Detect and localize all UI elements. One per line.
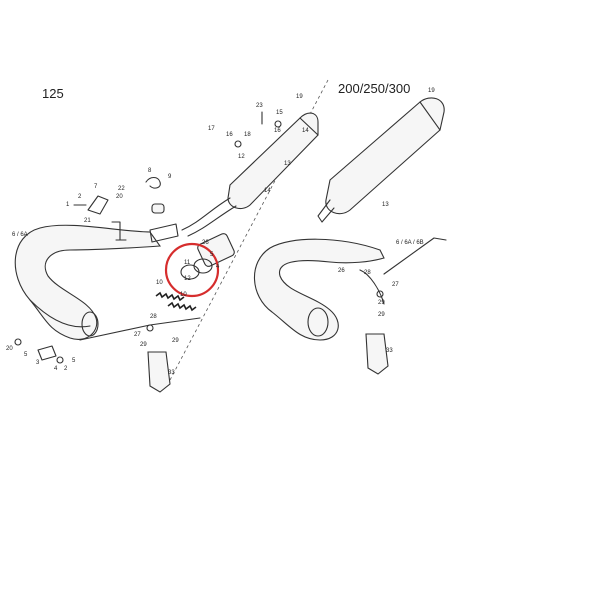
callout-26b: 26	[338, 268, 345, 274]
callout-16b: 16	[226, 132, 233, 138]
callout-12b: 12	[184, 276, 191, 282]
callout-1: 1	[66, 202, 70, 208]
silencer-outlet-200	[317, 199, 335, 223]
callout-28: 28	[150, 314, 157, 320]
spring-clip-8	[145, 176, 161, 189]
callout-29c: 29	[378, 300, 385, 306]
exhaust-flange	[197, 233, 235, 267]
callout-17: 17	[208, 126, 215, 132]
washer-15	[274, 120, 282, 128]
connector-sleeve	[149, 223, 179, 243]
callout-4: 4	[216, 264, 220, 270]
callout-15: 15	[276, 110, 283, 116]
silencer-200-250-300	[325, 97, 445, 215]
callout-6-6a: 6 / 6A	[12, 232, 28, 238]
callout-10: 10	[156, 280, 163, 286]
pipe-outlet-ring-200	[307, 307, 329, 337]
bracket-7	[87, 195, 109, 215]
expansion-pipe-125	[14, 224, 162, 340]
callout-33: 33	[168, 370, 175, 376]
callout-13: 13	[284, 161, 291, 167]
nut-16	[234, 140, 242, 148]
pipe-inner-curve	[29, 299, 91, 328]
callout-13b: 13	[382, 202, 389, 208]
grommet-28-right	[376, 290, 384, 298]
callout-26: 26	[202, 240, 209, 246]
callout-29b: 29	[172, 338, 179, 344]
callout-14: 14	[302, 128, 309, 134]
silencer-endcap-125	[299, 117, 319, 136]
callout-20b: 20	[6, 346, 13, 352]
callout-7: 7	[94, 184, 98, 190]
callout-2: 2	[78, 194, 82, 200]
callout-19: 19	[296, 94, 303, 100]
section-heading-125: 125	[42, 86, 64, 101]
pipe-bracket-125	[111, 221, 127, 241]
callout-27b: 27	[392, 282, 399, 288]
hanger-rod-200	[383, 237, 447, 275]
callout-5c: 5	[72, 358, 76, 364]
callout-11: 11	[184, 260, 191, 266]
callout-21: 21	[84, 218, 91, 224]
callout-20: 20	[116, 194, 123, 200]
callout-2b: 2	[64, 366, 68, 372]
washer-20	[14, 338, 22, 346]
spring-10b	[167, 301, 197, 312]
spring-10a	[155, 291, 185, 302]
seal-ring-12	[193, 258, 213, 274]
callout-5: 5	[210, 252, 214, 258]
grommet-28	[146, 324, 154, 332]
callout-29: 29	[140, 342, 147, 348]
pipe-outlet-ring	[81, 311, 99, 337]
highlight-circle	[164, 242, 220, 298]
callout-29d: 29	[378, 312, 385, 318]
callout-10b: 10	[180, 292, 187, 298]
callout-22: 22	[118, 186, 125, 192]
rod-support-200	[359, 269, 385, 305]
sleeve-part-14	[151, 203, 165, 214]
callout-33b: 33	[386, 348, 393, 354]
callout-28b: 28	[364, 270, 371, 276]
callout-labels: 19 23 15 16 14 17 16 18 12 13 14 8 9 7 2…	[6, 88, 435, 376]
expansion-pipe-200	[253, 238, 385, 341]
callout-12: 12	[238, 154, 245, 160]
callout-8: 8	[148, 168, 152, 174]
callout-6-6a-6b: 6 / 6A / 6B	[396, 240, 424, 246]
callout-23: 23	[256, 103, 263, 109]
callout-3: 3	[36, 360, 40, 366]
mount-bracket-33a	[147, 351, 171, 393]
callout-4b: 4	[54, 366, 58, 372]
mount-bracket-33b	[365, 333, 389, 375]
nut-4	[56, 356, 64, 364]
silencer-endcap-200	[419, 101, 441, 131]
callout-14b: 14	[264, 188, 271, 194]
callout-18: 18	[244, 132, 251, 138]
section-heading-200-250-300: 200/250/300	[338, 81, 410, 96]
callout-19b: 19	[428, 88, 435, 94]
plate-3	[37, 345, 57, 361]
callout-5b: 5	[24, 352, 28, 358]
callout-9: 9	[168, 174, 172, 180]
callout-16: 16	[274, 128, 281, 134]
callout-27: 27	[134, 332, 141, 338]
tailpipe-125	[181, 197, 237, 237]
